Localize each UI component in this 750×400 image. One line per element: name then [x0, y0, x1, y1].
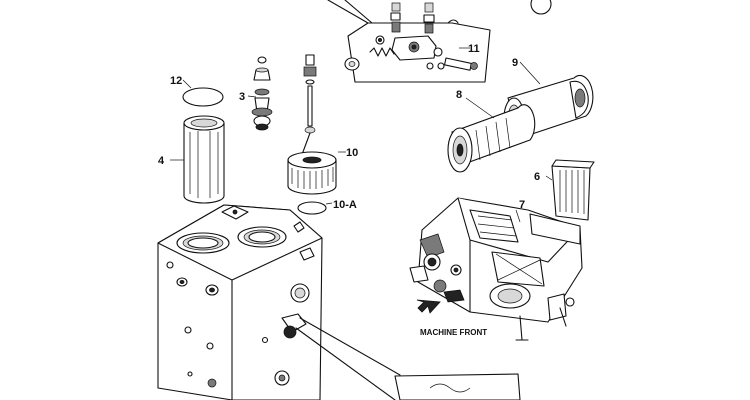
valve-detail-inset	[327, 0, 552, 83]
air-cleaner-assembly	[447, 61, 594, 173]
arrow-down-left-icon	[416, 299, 441, 314]
hvac-unit	[409, 197, 583, 341]
seal-ring	[182, 79, 224, 107]
callout-3: 3	[239, 91, 245, 103]
callout-4: 4	[158, 155, 165, 167]
callout-11: 11	[468, 43, 480, 55]
leader-9	[519, 61, 541, 85]
breather-assembly	[247, 56, 273, 131]
machine-front-caption: MACHINE FRONT	[420, 328, 487, 337]
leader-6	[545, 175, 553, 181]
return-filter-element	[170, 115, 225, 204]
suction-strainer	[287, 151, 346, 215]
callout-10: 10	[346, 147, 358, 159]
callout-9: 9	[512, 57, 518, 69]
leader-7	[515, 209, 521, 223]
leader-12	[182, 79, 192, 89]
ac-filter-element	[545, 159, 595, 221]
inset-corner-circle	[530, 0, 552, 15]
leader-8	[465, 97, 495, 119]
callout-10a: 10-A	[333, 199, 357, 211]
callout-8: 8	[456, 89, 462, 101]
leader-10a	[325, 202, 333, 205]
callout-6: 6	[534, 171, 540, 183]
leader-3	[247, 95, 257, 98]
hydraulic-tank	[157, 204, 521, 400]
callout-7: 7	[519, 199, 525, 211]
callout-12: 12	[170, 75, 182, 87]
